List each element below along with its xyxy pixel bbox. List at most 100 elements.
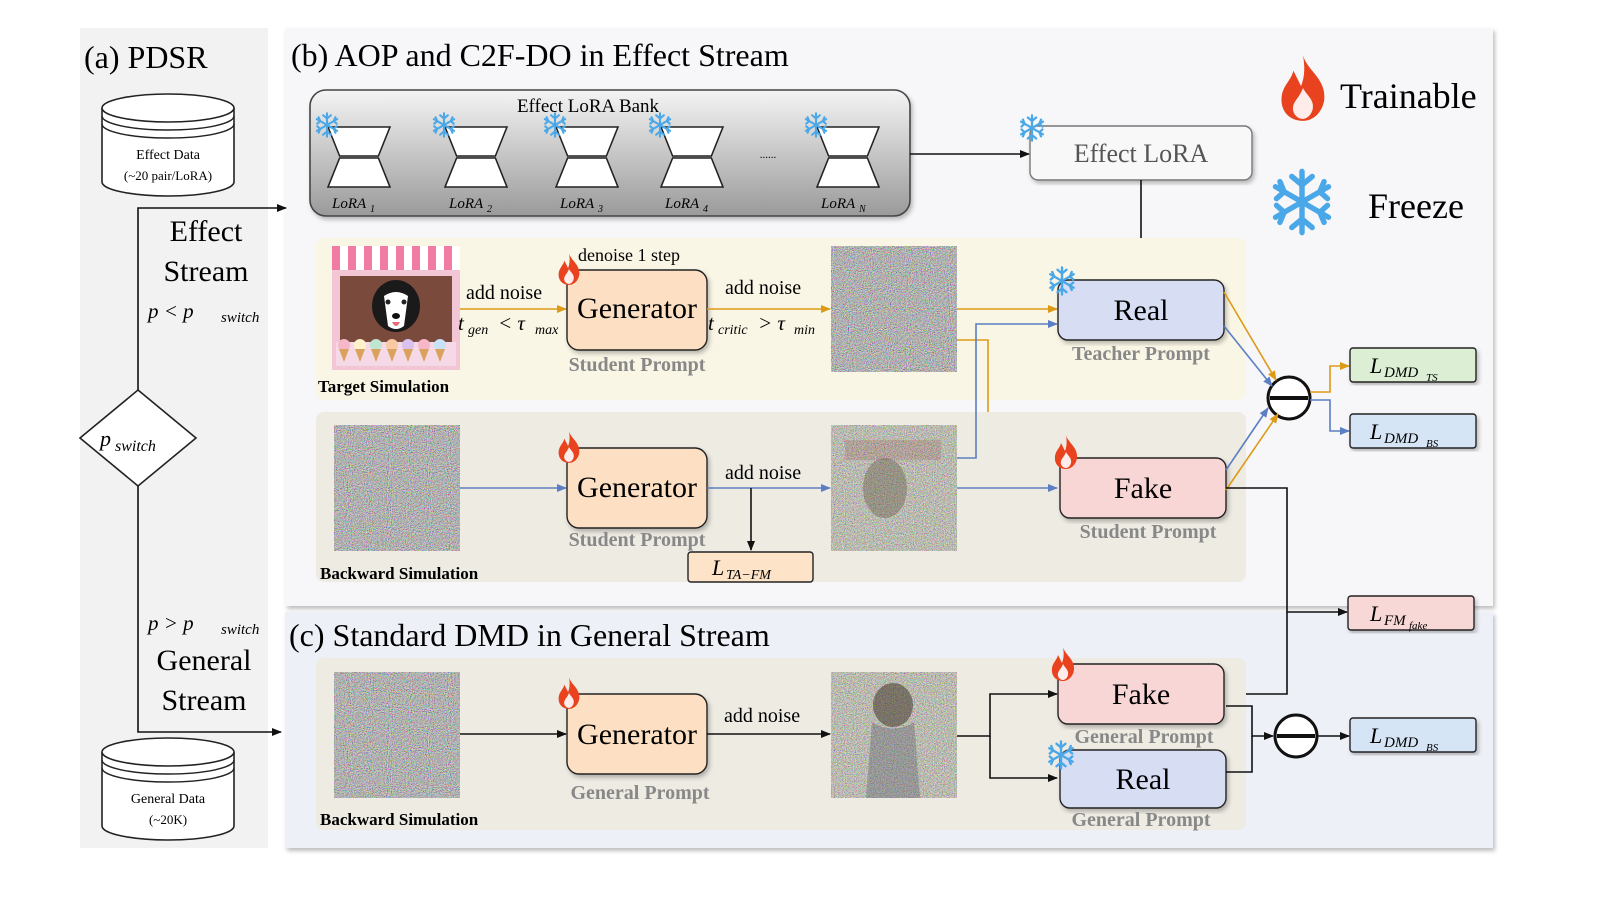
general-stream-line1: General [157, 644, 252, 677]
loss-fm-fake-label: L FM fake [1369, 601, 1427, 632]
general-stream-arrow [137, 486, 282, 736]
ice-cream-scoop [338, 339, 350, 351]
noise-general-to-real-arrow [989, 736, 1058, 782]
awning-stripe [380, 246, 388, 270]
svg-text:L: L [1369, 353, 1382, 378]
svg-text:DMD: DMD [1383, 735, 1418, 751]
svg-text:p < p: p < p [146, 299, 194, 323]
effect-stream-line2: Stream [164, 255, 249, 288]
noise-backward-to-real-arrow [957, 320, 1058, 459]
lora-label-subscript: 4 [703, 204, 708, 215]
ice-cream-cone [435, 349, 445, 362]
noise-general-to-fake-arrow [957, 690, 1058, 737]
ice-cream-cone [355, 349, 365, 362]
fake-general-to-minus-arrow [1226, 705, 1274, 740]
target-add-noise-2: add noise [725, 277, 801, 299]
real-effect [1057, 279, 1225, 341]
svg-text:min: min [794, 323, 815, 338]
loss-dmd-ts-box [1349, 347, 1477, 383]
general-prompt-real: General Prompt [1071, 809, 1210, 831]
svg-text:L: L [1369, 419, 1382, 444]
general-data-cylinder: General Data (~20K) [101, 737, 235, 841]
student-prompt-backward: Student Prompt [569, 529, 706, 551]
target-image [332, 246, 460, 370]
ice-cream-cone [403, 349, 413, 362]
loss-dmd-bs-effect-box [1349, 413, 1477, 449]
effect-condition: p < p switch [146, 299, 259, 326]
general-add-noise: add noise [724, 705, 800, 727]
ice-cream-cone [387, 349, 397, 362]
svg-text:critic: critic [718, 323, 748, 338]
loss-dmd-bs-general-label: L DMD BS [1369, 723, 1439, 754]
awning-stripe [444, 246, 452, 270]
svg-text:TS: TS [1426, 372, 1438, 384]
awning-stripe [332, 246, 340, 270]
ice-cream-scoop [418, 339, 430, 351]
svg-text:L: L [1369, 723, 1382, 748]
effect-data-label: Effect Data [136, 148, 201, 163]
effect-data-cylinder: Effect Data (~20 pair/LoRA) [101, 93, 235, 197]
svg-text:switch: switch [221, 622, 259, 638]
ice-cream-cone [371, 349, 381, 362]
loss-fm-fake-box [1347, 595, 1475, 631]
target-sim-label: Target Simulation [318, 377, 450, 396]
general-minus-operator [1273, 713, 1319, 759]
lora-label: LoRA [331, 196, 367, 212]
ice-cream-scoop [354, 339, 366, 351]
effect-lora-label: Effect LoRA [1074, 139, 1209, 168]
ice-cream-scoop [370, 339, 382, 351]
real-effect-label: Real [1114, 294, 1169, 327]
lora-label-subscript: 3 [597, 204, 603, 215]
svg-text:DMD: DMD [1383, 431, 1418, 447]
svg-text:gen: gen [468, 323, 488, 338]
student-prompt-fake: Student Prompt [1080, 521, 1217, 543]
ice-cream-cone [419, 349, 429, 362]
backward-add-noise: add noise [725, 462, 801, 484]
svg-text:< τ: < τ [498, 311, 526, 335]
ice-cream-cone [339, 349, 349, 362]
svg-text:DMD: DMD [1383, 365, 1418, 381]
lora-label: LoRA [559, 196, 595, 212]
lora-label-subscript: 1 [370, 204, 375, 215]
backward-sim-row-general [316, 658, 1246, 830]
generator-backward-label: Generator [577, 471, 697, 504]
backward-sim-row-effect [316, 412, 1246, 582]
student-prompt-target: Student Prompt [569, 354, 706, 376]
svg-text:max: max [535, 323, 559, 338]
denoise-step-label: denoise 1 step [578, 245, 680, 265]
lora-bank-title: Effect LoRA Bank [517, 96, 660, 117]
panel-c-title: (c) Standard DMD in General Stream [289, 617, 770, 653]
general-prompt-fake: General Prompt [1074, 726, 1213, 748]
ice-cream-scoop [402, 339, 414, 351]
noisy-image-backward [831, 425, 957, 551]
loss-dmd-ts-label: L DMD TS [1369, 353, 1438, 384]
noise-input-effect [334, 425, 460, 551]
general-data-label: General Data [131, 792, 206, 807]
svg-text:TA−FM: TA−FM [726, 568, 772, 583]
real-to-minus-orange [1223, 291, 1277, 381]
minus-to-bs-loss-arrow [1310, 399, 1350, 435]
effect-data-count: (~20 pair/LoRA) [124, 168, 212, 183]
lora-label-subscript: 2 [487, 204, 492, 215]
svg-text:t: t [458, 311, 465, 335]
backward-sim-label-effect: Backward Simulation [320, 564, 479, 583]
lora-label: LoRA [448, 196, 484, 212]
real-general [1059, 749, 1227, 809]
fake-to-minus-orange [1225, 413, 1279, 491]
noise-input-general [334, 672, 460, 798]
decision-p: p [98, 426, 111, 451]
svg-text:FM: FM [1383, 613, 1407, 629]
fake-general [1057, 663, 1225, 725]
general-condition: p > p switch [146, 611, 259, 638]
svg-text:switch: switch [221, 310, 259, 326]
panel-a-title: (a) PDSR [84, 39, 208, 75]
lora-label: LoRA [820, 196, 856, 212]
fake-general-label: Fake [1112, 678, 1170, 711]
noisy-image-general [831, 672, 957, 798]
general-data-count: (~20K) [149, 812, 187, 827]
generator-target-label: Generator [577, 292, 697, 325]
effect-minus-operator [1266, 375, 1312, 421]
